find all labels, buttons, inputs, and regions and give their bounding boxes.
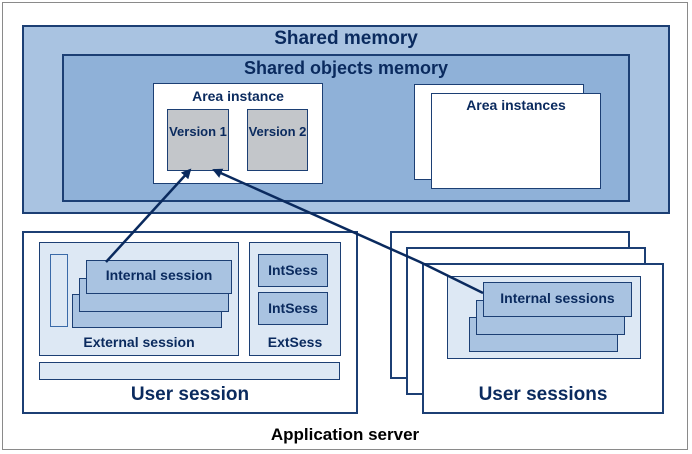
internal-session-to-version-1-arrow (105, 168, 192, 263)
version-2-box (247, 109, 308, 171)
extsess-title: ExtSess (267, 334, 323, 350)
external-session-bar (50, 254, 68, 327)
area-instances-title: Area instances (466, 97, 566, 113)
area-instances-card-front (431, 93, 601, 189)
user-session-title: User session (130, 384, 250, 405)
version-1-box (167, 109, 229, 171)
internal-sessions-label: Internal sessions (500, 290, 615, 306)
intsess-box (258, 292, 328, 325)
internal-sessions-to-version-1-arrow (212, 168, 484, 295)
intsess-label: IntSess (268, 262, 318, 278)
internal-session-box (86, 260, 232, 294)
area-instance-title: Area instance (192, 88, 284, 104)
intsess-label: IntSess (268, 300, 318, 316)
external-session-title: External session (83, 334, 195, 350)
internal-sessions-box (483, 282, 632, 317)
internal-session-label: Internal session (105, 267, 213, 283)
application-server-title: Application server (270, 425, 420, 444)
shared-memory-title: Shared memory (274, 28, 418, 49)
intsess-box (258, 254, 328, 287)
version-1-label: Version 1 (169, 124, 227, 139)
version-2-label: Version 2 (248, 124, 307, 139)
shared-objects-memory-title: Shared objects memory (243, 58, 449, 78)
user-session-strip (39, 362, 340, 380)
user-sessions-title: User sessions (478, 384, 608, 405)
